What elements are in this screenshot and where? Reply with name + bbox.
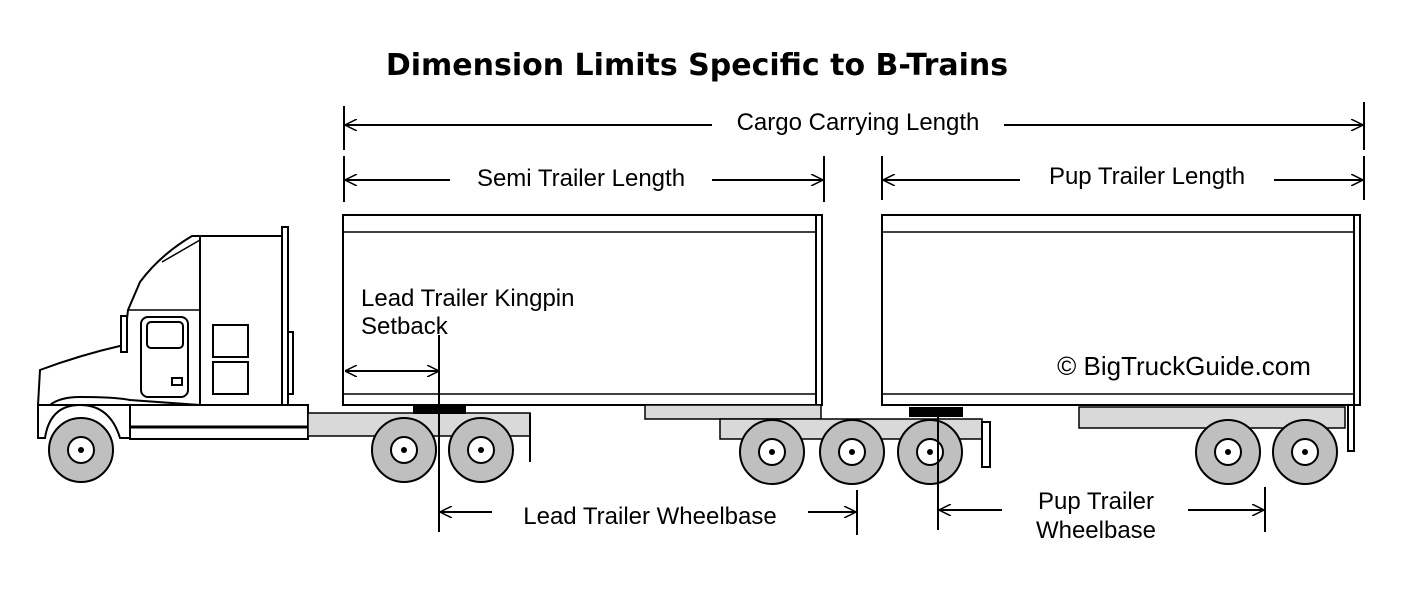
- wheels: [48, 417, 1338, 485]
- wheel-pup-2: [1272, 419, 1338, 485]
- pup-trailer-wheelbase-label-line1: Pup Trailer: [1038, 488, 1154, 515]
- pup-trailer-length-label: Pup Trailer Length: [1049, 163, 1245, 190]
- semi-trailer-length-dimension: Semi Trailer Length: [343, 156, 825, 202]
- diagram-title: Dimension Limits Specific to B-Trains: [386, 48, 1008, 83]
- wheel-steer: [48, 417, 114, 483]
- lead-trailer-wheelbase-label: Lead Trailer Wheelbase: [523, 503, 776, 530]
- kingpin-setback-label-line2: Setback: [361, 313, 449, 340]
- lead-trailer-wheelbase-dimension: Lead Trailer Wheelbase: [441, 490, 858, 535]
- wheel-pup-1: [1195, 419, 1261, 485]
- wheel-lead-trailer-1: [739, 419, 805, 485]
- wheel-lead-trailer-3: [897, 419, 963, 485]
- pup-trailer-wheelbase-dimension: Pup Trailer Wheelbase: [940, 487, 1266, 544]
- semi-trailer-length-label: Semi Trailer Length: [477, 165, 685, 192]
- wheel-drive-2: [448, 417, 514, 483]
- kingpin-setback-dimension: Lead Trailer Kingpin Setback: [346, 285, 574, 371]
- cargo-carrying-length-dimension: Cargo Carrying Length: [343, 102, 1365, 150]
- pup-trailer-length-dimension: Pup Trailer Length: [881, 156, 1365, 200]
- copyright-text: © BigTruckGuide.com: [1057, 351, 1311, 381]
- pup-trailer-wheelbase-label-line2: Wheelbase: [1036, 517, 1156, 544]
- kingpin-setback-label-line1: Lead Trailer Kingpin: [361, 285, 574, 312]
- tractor: [36, 226, 531, 462]
- pup-trailer: © BigTruckGuide.com: [881, 214, 1361, 452]
- cargo-carrying-length-label: Cargo Carrying Length: [737, 109, 980, 136]
- wheel-drive-1: [371, 417, 437, 483]
- wheel-lead-trailer-2: [819, 419, 885, 485]
